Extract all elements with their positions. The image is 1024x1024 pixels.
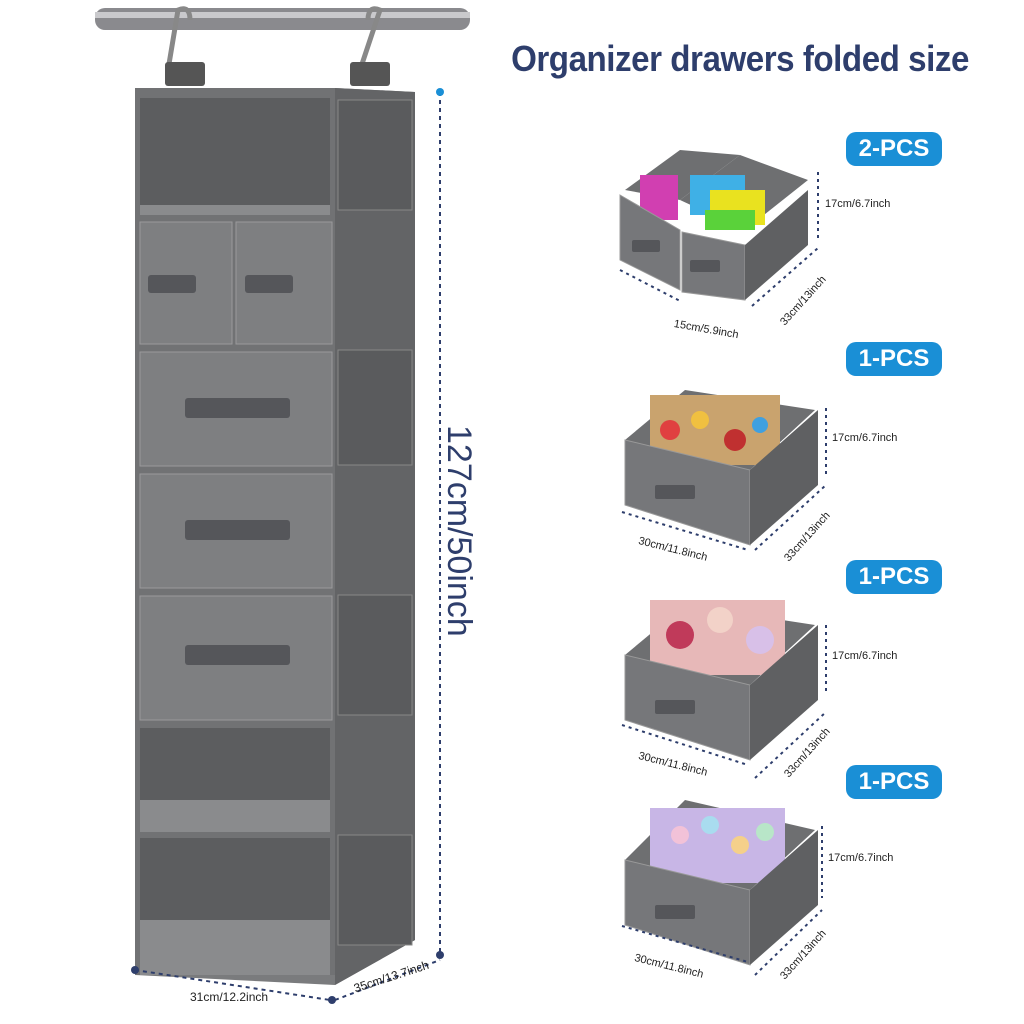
drawer-box-bras [624, 600, 818, 761]
organizer-height-label: 127cm/50inch [440, 425, 478, 637]
hanger-hook-right [357, 6, 384, 71]
drawer-box-socks [624, 800, 818, 966]
qty-badge: 1-PCS [846, 765, 942, 799]
qty-badge: 2-PCS [846, 132, 942, 166]
qty-badge: 1-PCS [846, 342, 942, 376]
organizer-width-label: 31cm/12.2inch [190, 990, 269, 1004]
drawer-height-label: 17cm/6.7inch [832, 432, 898, 444]
closet-rod [95, 8, 470, 30]
side-pocket [337, 834, 413, 946]
hanging-organizer [135, 88, 415, 985]
drawer-box-snacks [624, 390, 818, 546]
drawer-box-2pcs [619, 150, 808, 301]
page-title: Organizer drawers folded size [511, 38, 969, 79]
qty-badge: 1-PCS [846, 560, 942, 594]
drawer-height-label: 17cm/6.7inch [828, 852, 894, 864]
side-pocket [337, 99, 413, 211]
side-pocket [337, 349, 413, 466]
drawer-height-label: 17cm/6.7inch [825, 198, 891, 210]
side-pocket [337, 594, 413, 716]
drawer-height-label: 17cm/6.7inch [832, 650, 898, 662]
hanger-hook-left [165, 6, 193, 71]
